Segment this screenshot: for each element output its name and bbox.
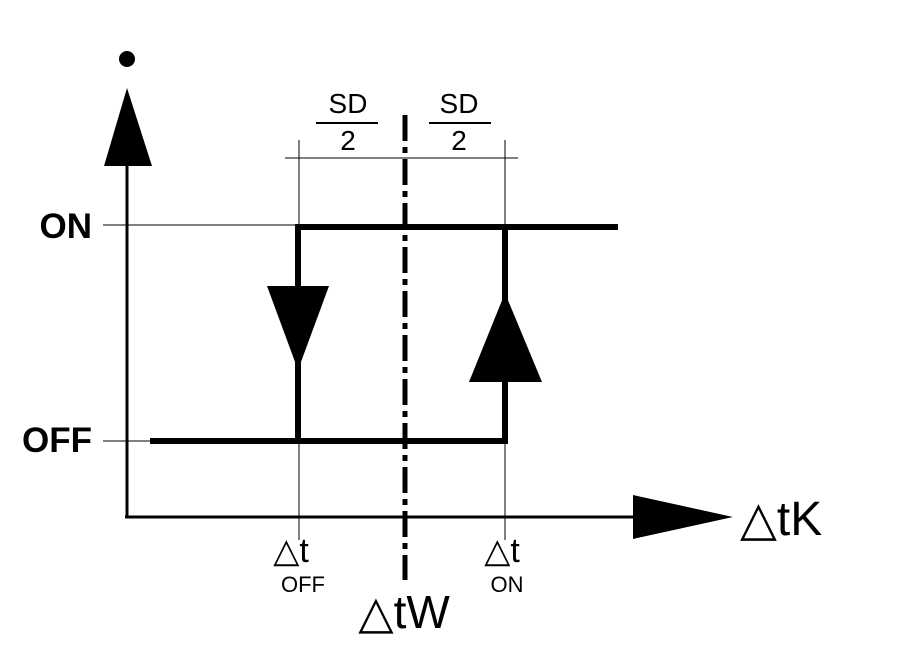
x-axis-arrowhead <box>633 495 733 539</box>
off-threshold-symbol: △t <box>273 532 309 570</box>
on-threshold-subscript: ON <box>491 572 524 597</box>
switch-on-arrow <box>469 293 542 382</box>
on-label: ON <box>40 207 93 246</box>
half-band-left-numerator: SD <box>329 88 368 119</box>
off-threshold-subscript: OFF <box>281 572 325 597</box>
x-axis-label: △tK <box>740 493 822 546</box>
y-axis-dot <box>119 51 135 67</box>
setpoint-label: △tW <box>358 586 450 638</box>
half-band-right-numerator: SD <box>440 88 479 119</box>
hysteresis-loop <box>150 224 618 444</box>
half-band-left-denominator: 2 <box>340 125 356 156</box>
off-label: OFF <box>22 421 92 460</box>
switch-off-arrow <box>267 286 329 370</box>
y-axis-arrowhead <box>104 88 152 166</box>
on-threshold-symbol: △t <box>484 532 520 570</box>
half-band-right-denominator: 2 <box>451 125 467 156</box>
